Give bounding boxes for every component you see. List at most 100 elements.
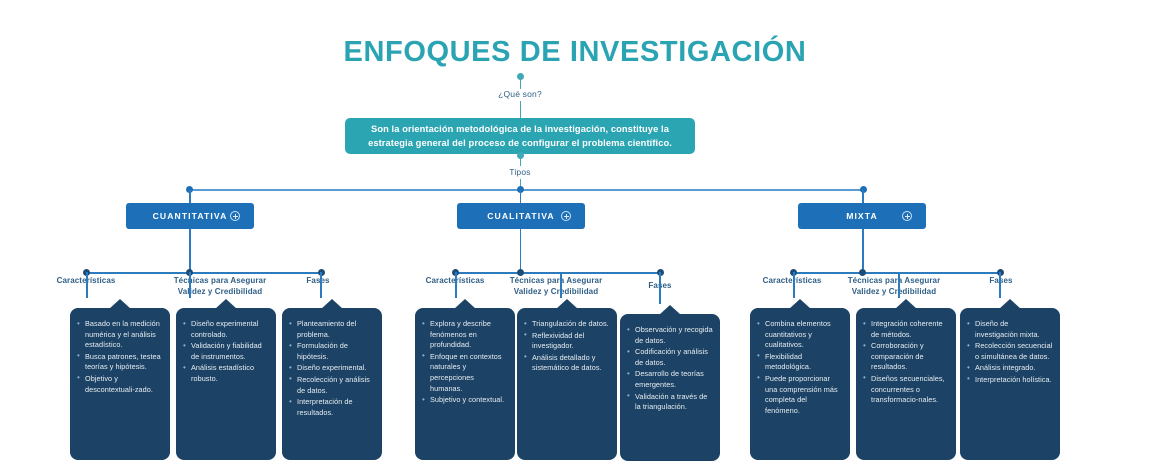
list-item: Planteamiento del problema. bbox=[288, 318, 375, 340]
branch-label-line2: Validez y Credibilidad bbox=[513, 287, 599, 296]
list-item: Recolección y análisis de datos. bbox=[288, 374, 375, 396]
card-mixta-caracteristicas: Combina elementos cuantitativos y cualit… bbox=[750, 299, 850, 460]
list-item: Diseño experimental. bbox=[288, 363, 375, 374]
card-list: Diseño de investigación mixta. Recolecci… bbox=[966, 318, 1053, 386]
branch-label-caracteristicas-mixta: Características bbox=[762, 276, 822, 285]
connector-dot-def bbox=[516, 152, 524, 159]
connector-bus-mixta bbox=[793, 272, 1000, 274]
card-list: Planteamiento del problema. Formulación … bbox=[288, 318, 375, 418]
card-pointer bbox=[556, 299, 578, 309]
connector-stem-cualitativa bbox=[519, 229, 522, 273]
list-item: Puede proporcionar una comprensión más c… bbox=[756, 373, 843, 416]
branch-label-line1: Técnicas para Asegurar bbox=[509, 276, 603, 285]
connector-dot-c2-mid bbox=[516, 269, 524, 276]
list-item: Validación a través de la triangulación. bbox=[626, 391, 713, 413]
branch-label-tecnicas-mixta: Técnicas para Asegurar Validez y Credibi… bbox=[838, 275, 950, 297]
plus-circle-icon[interactable] bbox=[902, 211, 912, 221]
list-item: Análisis detallado y sistemático de dato… bbox=[523, 352, 610, 374]
connector-card-stem-c2b bbox=[560, 272, 562, 298]
connector-card-stem-c3c bbox=[999, 272, 1001, 298]
card-pointer bbox=[789, 299, 811, 309]
type-button-label: MIXTA bbox=[846, 211, 878, 221]
page-title: ENFOQUES DE INVESTIGACIÓN bbox=[343, 36, 807, 68]
connector-stem-mixta bbox=[862, 229, 864, 273]
card-cualitativa-tecnicas: Triangulación de datos. Reflexividad del… bbox=[517, 299, 617, 460]
connector-dot-bus-right bbox=[860, 186, 867, 193]
connector-stem-cuantitativa bbox=[189, 229, 191, 273]
connector-card-stem-c1b bbox=[189, 272, 191, 298]
list-item: Observación y recogida de datos. bbox=[626, 324, 713, 346]
card-mixta-tecnicas: Integración coherente de métodos. Corrob… bbox=[856, 299, 956, 460]
list-item: Reflexividad del investigador. bbox=[523, 330, 610, 352]
list-item: Explora y describe fenómenos en profundi… bbox=[421, 319, 508, 351]
list-item: Triangulación de datos. bbox=[523, 319, 610, 330]
connector-drop-cualitativa bbox=[519, 190, 522, 204]
connector-drop-mixta bbox=[862, 190, 864, 204]
card-list: Triangulación de datos. Reflexividad del… bbox=[523, 319, 610, 374]
list-item: Interpretación de resultados. bbox=[288, 397, 375, 418]
list-item: Busca patrones, testea teorías y hipótes… bbox=[76, 351, 163, 373]
branch-label-line1: Técnicas para Asegurar bbox=[173, 276, 267, 285]
type-button-cualitativa[interactable]: CUALITATIVA bbox=[457, 203, 585, 229]
branch-label-line2: Validez y Credibilidad bbox=[177, 287, 263, 296]
card-cualitativa-caracteristicas: Explora y describe fenómenos en profundi… bbox=[415, 299, 515, 460]
list-item: Objetivo y descontextuali-zado. bbox=[76, 373, 163, 395]
type-button-cuantitativa[interactable]: CUANTITATIVA bbox=[126, 203, 254, 229]
card-cuantitativa-caracteristicas: Basado en la medición numérica y el anál… bbox=[70, 299, 170, 460]
card-pointer bbox=[321, 299, 343, 309]
list-item: Formulación de hipótesis. bbox=[288, 341, 375, 362]
connector-dot-top bbox=[516, 73, 524, 80]
plus-circle-icon[interactable] bbox=[561, 211, 571, 221]
connector-card-stem-c2c bbox=[659, 272, 661, 304]
connector-card-stem-c2a bbox=[455, 272, 457, 298]
connector-bus-cuantitativa bbox=[86, 272, 321, 274]
card-pointer bbox=[109, 299, 131, 309]
list-item: Diseños secuenciales, concurrentes o tra… bbox=[862, 373, 949, 406]
list-item: Combina elementos cuantitativos y cualit… bbox=[756, 319, 843, 351]
type-button-label: CUALITATIVA bbox=[487, 211, 555, 221]
list-item: Análisis estadístico robusto. bbox=[182, 363, 269, 384]
list-item: Flexibilidad metodológica. bbox=[756, 351, 843, 373]
list-item: Subjetivo y contextual. bbox=[421, 395, 508, 406]
list-item: Diseño experimental controlado. bbox=[182, 318, 269, 340]
list-item: Diseño de investigación mixta. bbox=[966, 318, 1053, 340]
card-cualitativa-fases: Observación y recogida de datos. Codific… bbox=[620, 305, 720, 461]
connector-bus-cualitativa bbox=[455, 272, 660, 274]
list-item: Codificación y análisis de datos. bbox=[626, 347, 713, 368]
branch-label-fases-mixta: Fases bbox=[989, 276, 1013, 285]
card-list: Diseño experimental controlado. Validaci… bbox=[182, 318, 269, 385]
connector-card-stem-c1c bbox=[320, 272, 322, 298]
type-button-label: CUANTITATIVA bbox=[152, 211, 228, 221]
connector-dot-bus-left bbox=[186, 186, 193, 193]
connector-drop-cuantitativa bbox=[189, 190, 191, 204]
connector-dot-c3-mid bbox=[859, 269, 866, 276]
type-button-mixta[interactable]: MIXTA bbox=[798, 203, 926, 229]
connector-dot-bus-mid bbox=[516, 186, 524, 193]
card-pointer bbox=[454, 299, 476, 309]
connector-line-tipos bbox=[519, 179, 522, 189]
connector-line-que-son bbox=[519, 101, 522, 118]
edge-label-que-son: ¿Qué son? bbox=[498, 89, 542, 99]
branch-label-line1: Técnicas para Asegurar bbox=[847, 276, 941, 285]
card-cuantitativa-fases: Planteamiento del problema. Formulación … bbox=[282, 299, 382, 460]
card-list: Explora y describe fenómenos en profundi… bbox=[421, 319, 508, 406]
plus-circle-icon[interactable] bbox=[230, 211, 240, 221]
card-pointer bbox=[215, 299, 237, 309]
card-list: Integración coherente de métodos. Corrob… bbox=[862, 318, 949, 406]
list-item: Corroboración y comparación de resultado… bbox=[862, 341, 949, 373]
card-pointer bbox=[895, 299, 917, 309]
connector-card-stem-c3b bbox=[898, 272, 900, 298]
list-item: Integración coherente de métodos. bbox=[862, 318, 949, 340]
connector-card-stem-c3a bbox=[793, 272, 795, 298]
card-mixta-fases: Diseño de investigación mixta. Recolecci… bbox=[960, 299, 1060, 460]
branch-label-tecnicas-cuantitativa: Técnicas para Asegurar Validez y Credibi… bbox=[164, 275, 276, 297]
list-item: Enfoque en contextos naturales y percepc… bbox=[421, 351, 508, 394]
definition-text: Son la orientación metodológica de la in… bbox=[368, 124, 672, 148]
connector-card-stem-c1a bbox=[86, 272, 88, 298]
branch-label-line2: Validez y Credibilidad bbox=[851, 287, 937, 296]
edge-label-tipos: Tipos bbox=[509, 167, 531, 177]
list-item: Basado en la medición numérica y el anál… bbox=[76, 319, 163, 351]
list-item: Validación y fiabilidad de instrumentos. bbox=[182, 341, 269, 362]
card-cuantitativa-tecnicas: Diseño experimental controlado. Validaci… bbox=[176, 299, 276, 460]
